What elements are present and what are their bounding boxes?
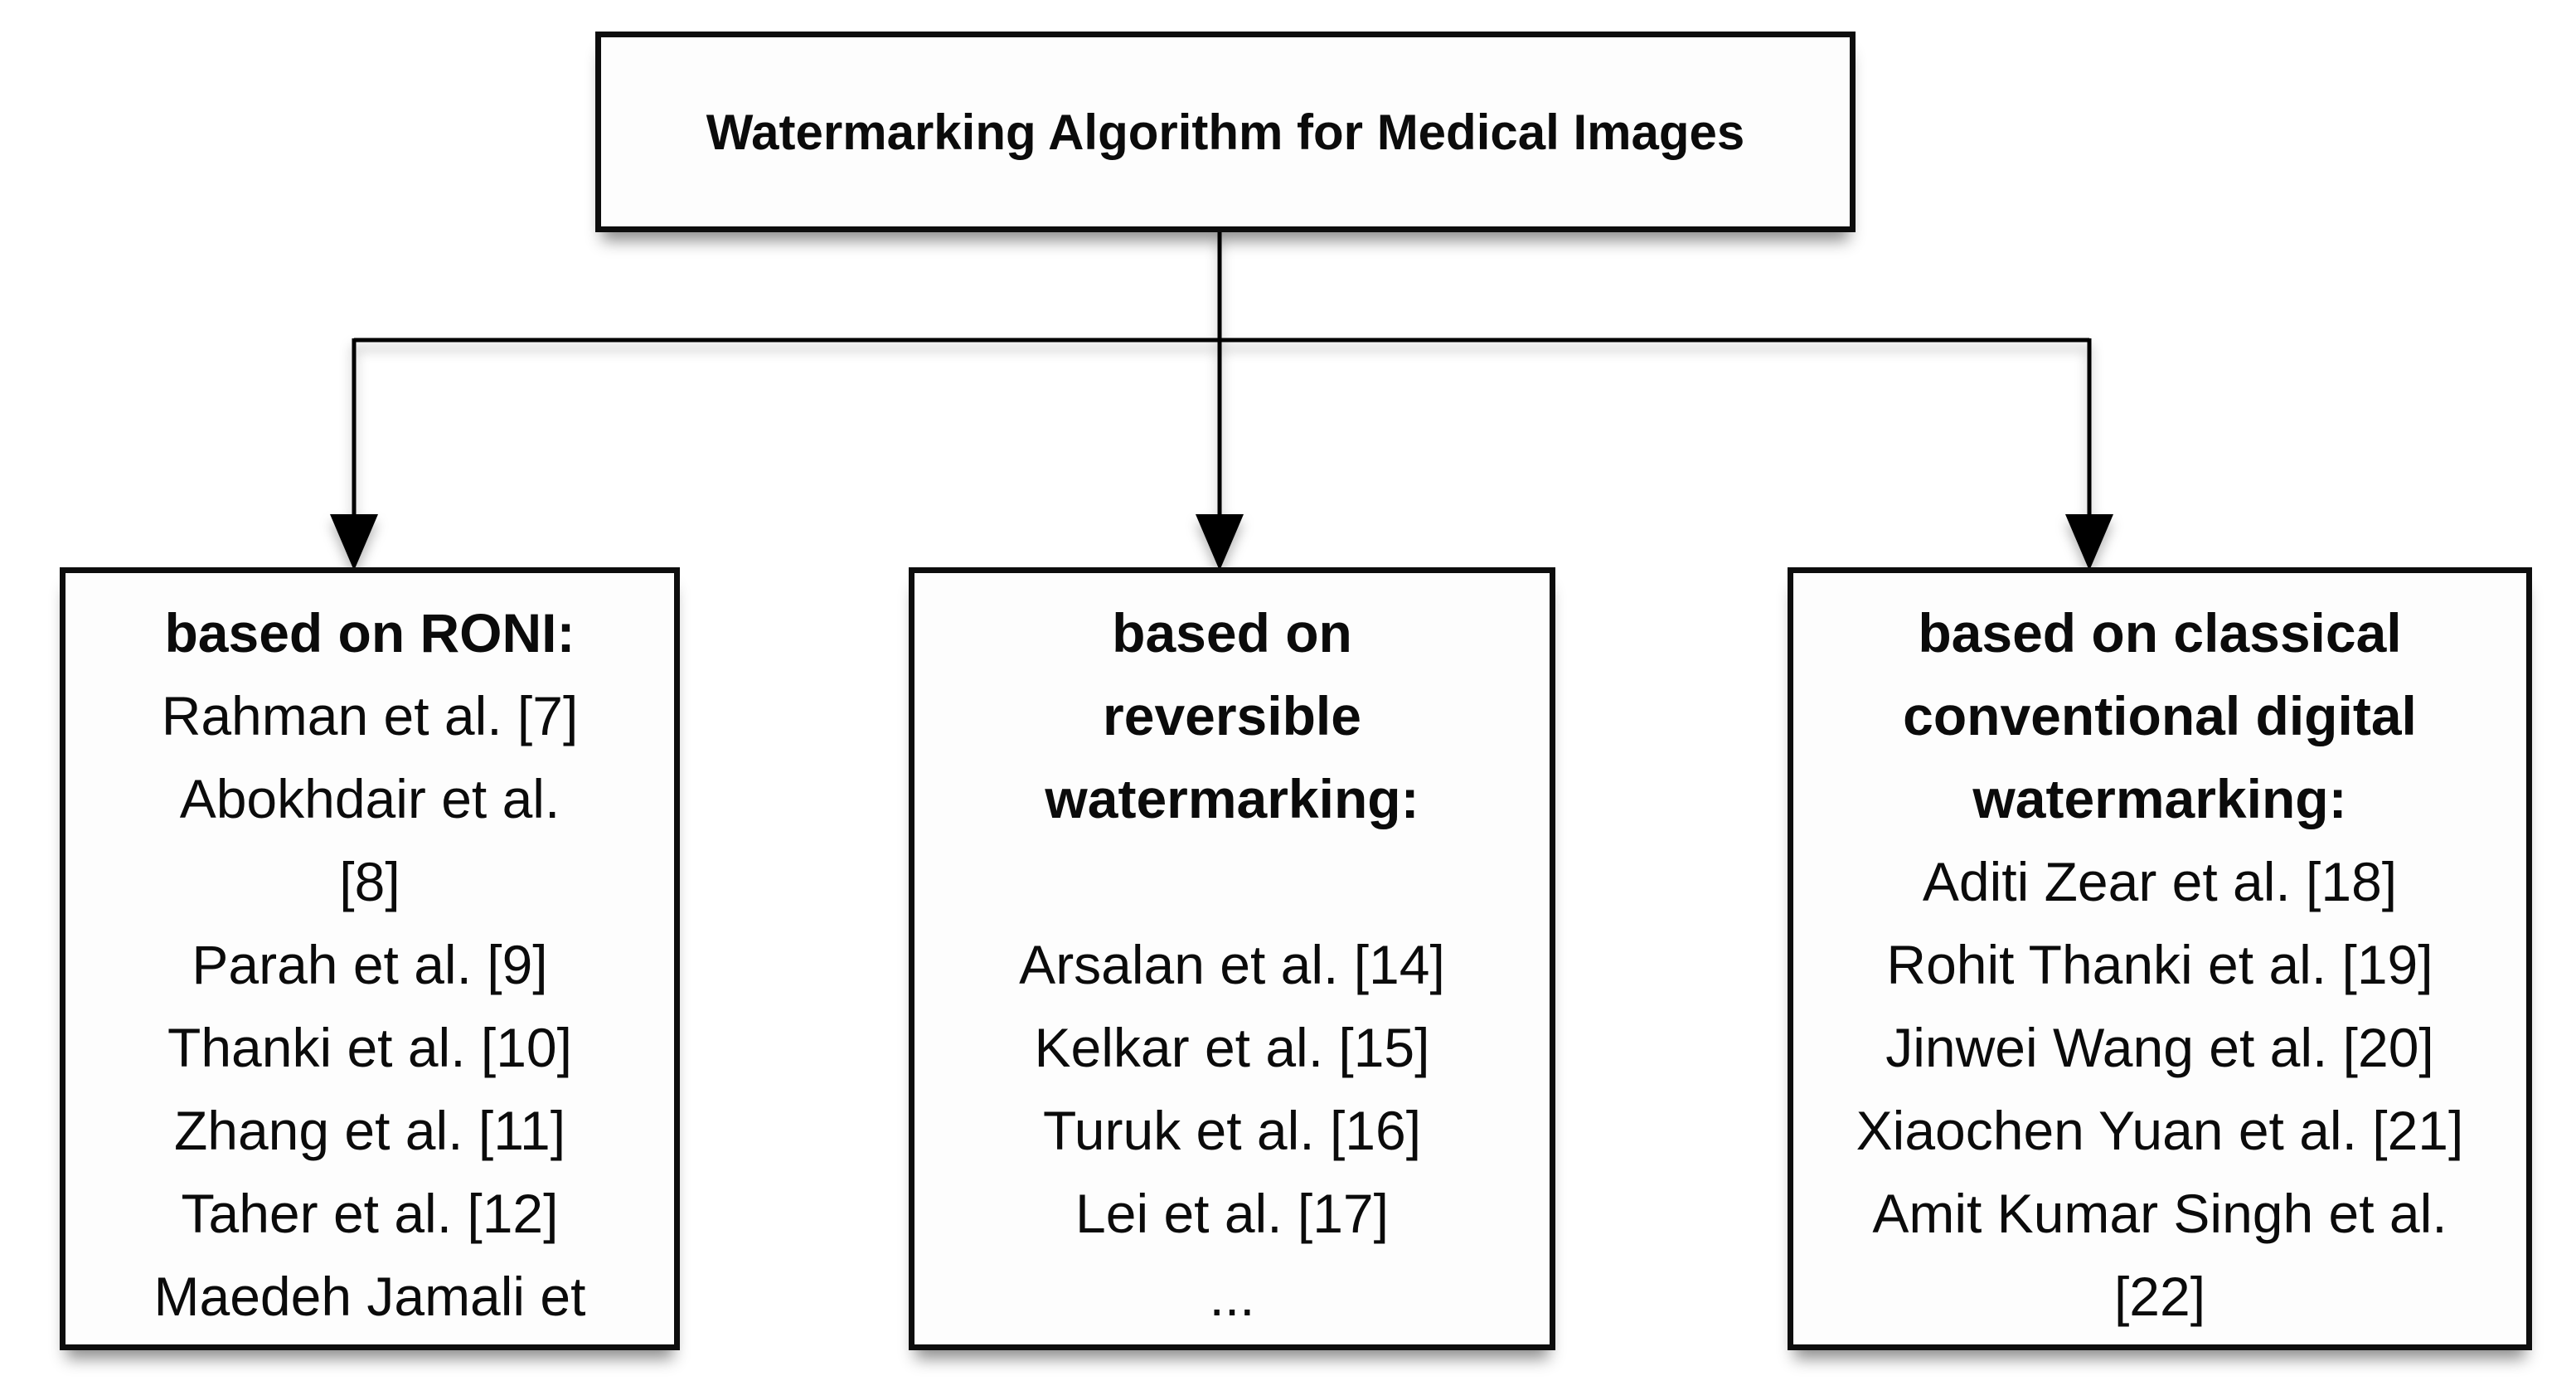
branch-heading: reversible (1103, 685, 1361, 746)
reference-item: Parah et al. [9] (192, 934, 548, 995)
arrowhead-down-icon-left (330, 514, 378, 571)
node-branch-roni: based on RONI: Rahman et al. [7] Abokhda… (60, 567, 680, 1350)
reference-item: Kelkar et al. [15] (1034, 1017, 1430, 1078)
reference-item: Taher et al. [12] (181, 1183, 559, 1244)
reference-item: Amit Kumar Singh et al. (1872, 1183, 2447, 1244)
reference-item: Zhang et al. [11] (173, 1100, 566, 1161)
node-branch-reversible: based on reversible watermarking: Arsala… (909, 567, 1555, 1350)
arrowhead-down-icon-right (2065, 514, 2113, 571)
arrowhead-down-icon-center (1196, 514, 1244, 571)
reference-item: Abokhdair et al. (179, 768, 560, 829)
reference-item: Aditi Zear et al. [18] (1922, 851, 2398, 912)
branch-heading: based on (1112, 602, 1352, 664)
root-title: Watermarking Algorithm for Medical Image… (706, 104, 1745, 160)
spacer-line (914, 840, 1550, 923)
ellipsis-item: ... (1209, 1266, 1255, 1327)
reference-item: [22] (2113, 1266, 2206, 1327)
branch-heading: based on classical (1918, 602, 2402, 664)
reference-item: Lei et al. [17] (1075, 1183, 1389, 1244)
reference-item: Rahman et al. [7] (161, 685, 579, 746)
branch-heading: conventional digital (1903, 685, 2417, 746)
reference-item: Maedeh Jamali et (153, 1266, 586, 1327)
reference-item: Xiaochen Yuan et al. [21] (1856, 1100, 2464, 1161)
reference-item: Jinwei Wang et al. [20] (1885, 1017, 2434, 1078)
reference-item: [8] (339, 851, 400, 912)
reference-item: Turuk et al. [16] (1042, 1100, 1422, 1161)
reference-item: Arsalan et al. [14] (1019, 934, 1445, 995)
branch-heading: watermarking: (1045, 768, 1419, 829)
reference-item: Rohit Thanki et al. [19] (1886, 934, 2433, 995)
node-root: Watermarking Algorithm for Medical Image… (595, 32, 1856, 232)
reference-item: Thanki et al. [10] (167, 1017, 572, 1078)
branch-heading: based on RONI: (164, 602, 575, 664)
node-branch-classical: based on classical conventional digital … (1788, 567, 2532, 1350)
branch-heading: watermarking: (1972, 768, 2347, 829)
